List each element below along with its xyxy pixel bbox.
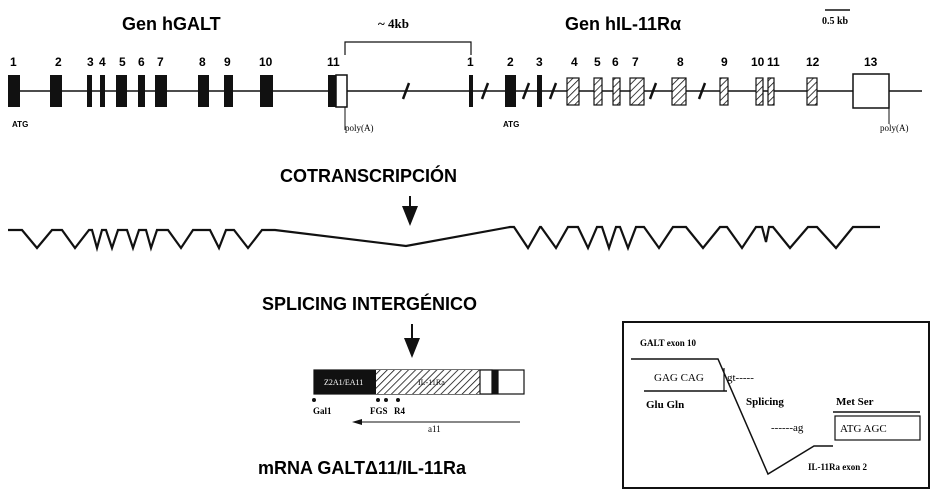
inset-aa-left: Glu Gln [646,399,684,411]
il11ra-exon-number: 6 [612,55,619,69]
cotranscription-arrow-head [402,206,418,226]
atg-label-left: ATG [12,120,28,129]
amplicon-arrow-head [352,419,362,425]
galt-exon-number: 6 [138,55,145,69]
galt-exon-number: 8 [199,55,206,69]
il11ra-exon-numbers: 1 2 3 4 5 6 7 8 9 10 11 12 13 [467,55,878,69]
il11ra-exon-number: 13 [864,55,878,69]
il11ra-exon-number: 2 [507,55,514,69]
il11ra-exons [469,73,890,109]
galt-exon-number: 7 [157,55,164,69]
il11ra-exon-number: 4 [571,55,578,69]
il11ra-exon-number: 10 [751,55,765,69]
mrna-segment-right: IL-11Ra [418,378,445,387]
galt-exon-number: 5 [119,55,126,69]
il11ra-exon-number: 5 [594,55,601,69]
il11ra-exon-number: 3 [536,55,543,69]
break-marks [401,82,707,100]
galt-exons [8,74,348,108]
galt-exon-number: 11 [327,55,340,69]
galt-exon-number: 4 [99,55,106,69]
inset-codons-right: ATG AGC [840,423,887,435]
inset-codons-left: GAG CAG [654,372,704,384]
polya-label-right: poly(A) [880,123,909,133]
span-label: ~ 4kb [378,16,409,31]
cotranscription-label: COTRANSCRIPCIÓN [280,165,457,186]
il11ra-exon-number: 9 [721,55,728,69]
inset-intron-left: gt----- [727,372,754,384]
splice-junction-inset [622,321,930,489]
polya-label-left: poly(A) [345,123,374,133]
galt-exon-number: 10 [259,55,273,69]
scale-label: 0.5 kb [822,16,849,27]
il11ra-exon-number: 7 [632,55,639,69]
primer-gal1: Gal1 [313,406,332,416]
splicing-arrow-head [404,338,420,358]
atg-label-right: ATG [503,120,519,129]
inset-codons-right-box [834,415,921,441]
span-bracket [344,41,472,55]
il11ra-exon-number: 1 [467,55,474,69]
inset-exon-label: GALT exon 10 [640,338,697,348]
mrna-label: mRNA GALTΔ11/IL-11Ra [258,458,467,478]
il11ra-exon-number: 12 [806,55,820,69]
il11ra-exon-number: 11 [767,55,780,69]
inset-exon-label-right: IL-11Ra exon 2 [808,462,868,472]
inset-splice-path [631,358,833,476]
galt-exon-number: 3 [87,55,94,69]
galt-exon-numbers: 1 2 3 4 5 6 7 8 9 10 11 [10,55,340,69]
gene-left-title: Gen hGALT [122,14,221,34]
galt-exon-number: 9 [224,55,231,69]
amplicon-label: a11 [428,424,441,434]
inset-aa-right: Met Ser [836,396,874,408]
spliced-transcript [8,225,880,253]
inset-intron-right: ------ag [771,422,804,434]
galt-exon-number: 1 [10,55,17,69]
primer-r4: R4 [394,406,405,416]
mrna-segment-left: Z2A1/EA11 [324,378,363,387]
galt-exon-number: 2 [55,55,62,69]
primer-markers [312,398,400,402]
gene-right-title: Gen hIL-11Rα [565,14,681,34]
mrna-construct [313,369,525,395]
primer-fgs: FGS [370,406,388,416]
inset-splicing-label: Splicing [746,396,784,408]
splicing-label: SPLICING INTERGÉNICO [262,293,477,314]
il11ra-exon-number: 8 [677,55,684,69]
